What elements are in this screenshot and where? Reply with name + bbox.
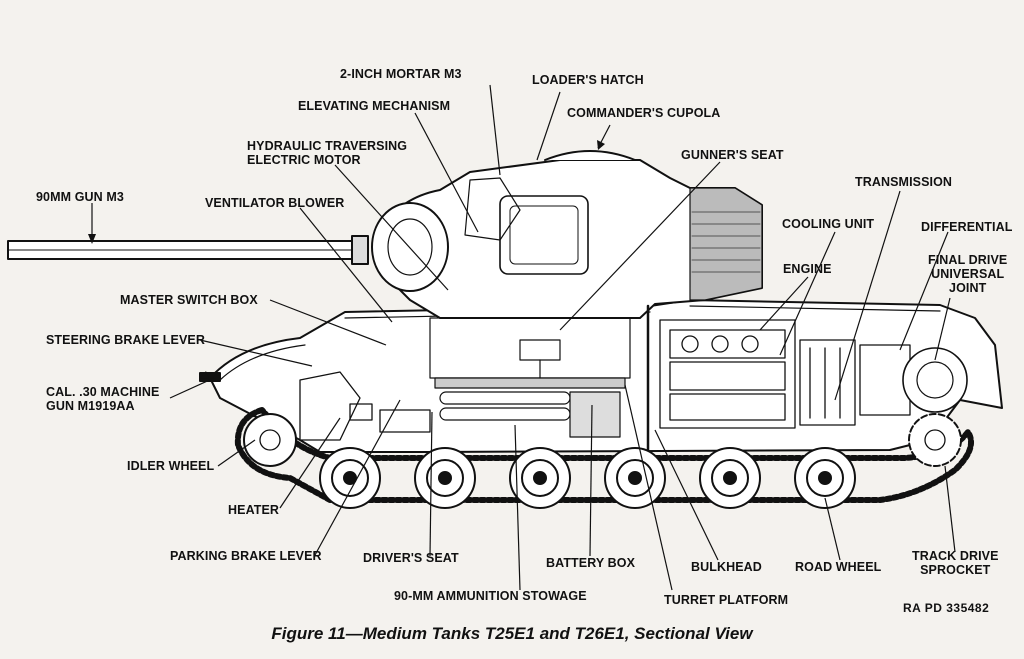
label-road-wheel: ROAD WHEEL [795,560,882,574]
label-engine: ENGINE [783,262,832,276]
label-idler-wheel: IDLER WHEEL [127,459,215,473]
label-elevating-mechanism: ELEVATING MECHANISM [298,99,451,113]
label-bulkhead: BULKHEAD [691,560,762,574]
idler-wheel [243,413,297,467]
label-turret-platform: TURRET PLATFORM [664,593,789,607]
label-track-drive-line1: TRACK DRIVE [912,549,999,563]
label-final-drive-line1: FINAL DRIVE [928,253,1008,267]
label-drivers-seat: DRIVER'S SEAT [363,551,459,565]
label-ammunition-stowage: 90-MM AMMUNITION STOWAGE [394,589,587,603]
label-gunners-seat: GUNNER'S SEAT [681,148,784,162]
label-mortar: 2-INCH MORTAR M3 [340,67,462,81]
drive-sprocket [908,413,962,467]
cooling-transmission [799,339,911,426]
label-machine-gun-line1: CAL. .30 MACHINE [46,385,160,399]
label-track-drive-line2: SPROCKET [920,563,991,577]
label-hydraulic-traversing-line2: ELECTRIC MOTOR [247,153,361,167]
label-ventilator-blower: VENTILATOR BLOWER [205,196,345,210]
machine-gun [199,372,221,382]
label-master-switch-box: MASTER SWITCH BOX [120,293,258,307]
gun-barrel [7,235,369,265]
label-loaders-hatch: LOADER'S HATCH [532,73,644,87]
label-steering-brake-lever: STEERING BRAKE LEVER [46,333,205,347]
ammunition-stowage [439,391,621,438]
label-machine-gun: CAL. .30 MACHINE GUN M1919AA [46,385,159,413]
label-differential: DIFFERENTIAL [921,220,1013,234]
front-hull [299,371,431,441]
label-hydraulic-traversing: HYDRAULIC TRAVERSING ELECTRIC MOTOR [247,139,407,167]
reference-number: RA PD 335482 [903,601,990,615]
leader-arrowheads [88,140,605,379]
label-final-drive: FINAL DRIVE UNIVERSAL JOINT [928,253,1007,295]
label-transmission: TRANSMISSION [855,175,953,189]
label-parking-brake-lever: PARKING BRAKE LEVER [170,549,322,563]
label-final-drive-line3: JOINT [949,281,987,295]
label-hydraulic-traversing-line1: HYDRAULIC TRAVERSING [247,139,408,153]
final-drive [902,347,968,413]
label-cooling-unit: COOLING UNIT [782,217,875,231]
turret [371,150,763,319]
label-machine-gun-line2: GUN M1919AA [46,399,135,413]
label-gun: 90MM GUN M3 [36,190,124,204]
label-final-drive-line2: UNIVERSAL [931,267,1005,281]
engine-block [659,319,796,429]
label-battery-box: BATTERY BOX [546,556,636,570]
leader-lines [91,84,956,591]
label-heater: HEATER [228,503,280,517]
turret-basket [429,317,631,389]
label-commanders-cupola: COMMANDER'S CUPOLA [567,106,721,120]
figure-caption: Figure 11—Medium Tanks T25E1 and T26E1, … [271,624,753,643]
label-track-drive-sprocket: TRACK DRIVE SPROCKET [912,549,999,577]
